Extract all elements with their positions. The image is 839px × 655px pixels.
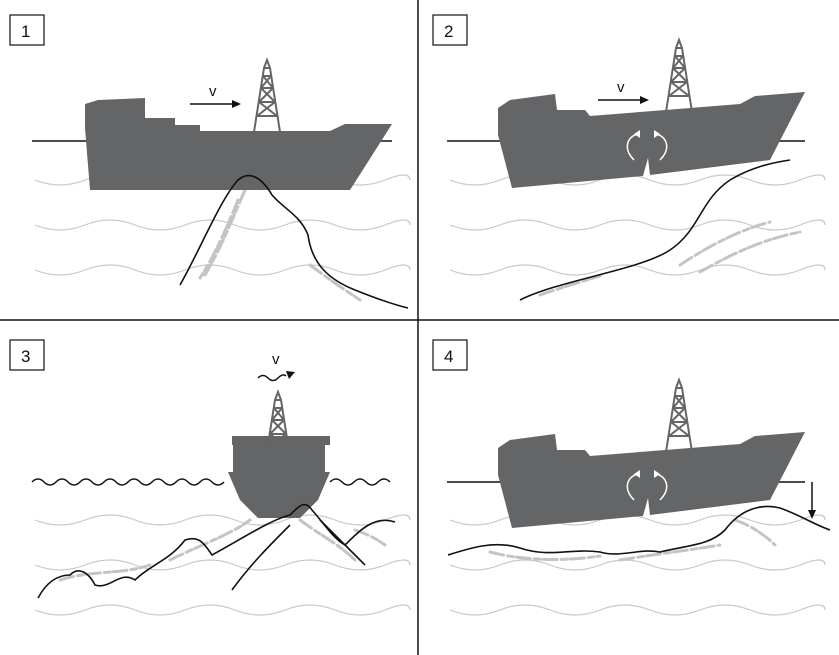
panel-number-box	[432, 339, 468, 371]
panel-number: 1	[21, 22, 30, 41]
sediment-marks	[488, 518, 777, 562]
seabed-slope	[519, 159, 791, 301]
arrowhead-icon	[634, 130, 660, 138]
velocity-label: v	[617, 79, 625, 96]
arrowhead-icon	[634, 470, 660, 478]
panel-number: 4	[444, 347, 453, 366]
panel-number-box	[9, 339, 45, 371]
drilling-derrick	[253, 59, 281, 133]
ship-hull	[85, 98, 392, 190]
sediment-marks	[538, 220, 802, 297]
sediment-marks	[198, 188, 247, 280]
panel-number-box	[9, 14, 45, 46]
panel-1: 1 v	[9, 14, 411, 309]
panel-number: 2	[444, 22, 453, 41]
velocity-label: v	[209, 83, 217, 100]
drilling-derrick	[665, 39, 693, 113]
waterline-wavy	[31, 478, 391, 486]
velocity-arrow-wavy	[257, 374, 287, 382]
water-waves	[449, 514, 826, 616]
seabed-ridge	[37, 503, 396, 599]
ship-hull-breaking	[498, 432, 805, 528]
ship-hull-front	[228, 436, 330, 518]
arrowhead-icon	[640, 96, 649, 104]
sediment-marks	[58, 518, 387, 582]
arrowhead-icon	[232, 100, 241, 108]
panel-2: 2 v	[432, 14, 826, 301]
water-waves	[449, 174, 826, 276]
panel-number-box	[432, 14, 468, 46]
velocity-label: v	[272, 351, 280, 368]
seabed-rock	[447, 505, 831, 556]
ship-hull-breaking	[498, 92, 805, 188]
panel-3: 3 v	[9, 339, 411, 616]
seabed-rock	[179, 174, 409, 309]
seabed-ridge	[231, 524, 291, 591]
panel-4: 4	[432, 339, 831, 616]
arrowhead-icon	[808, 510, 816, 519]
arrowhead-icon	[286, 371, 295, 379]
panel-number: 3	[21, 347, 30, 366]
drilling-derrick	[665, 379, 693, 453]
seabed-ridge	[319, 519, 366, 566]
sediment-marks	[308, 263, 362, 302]
